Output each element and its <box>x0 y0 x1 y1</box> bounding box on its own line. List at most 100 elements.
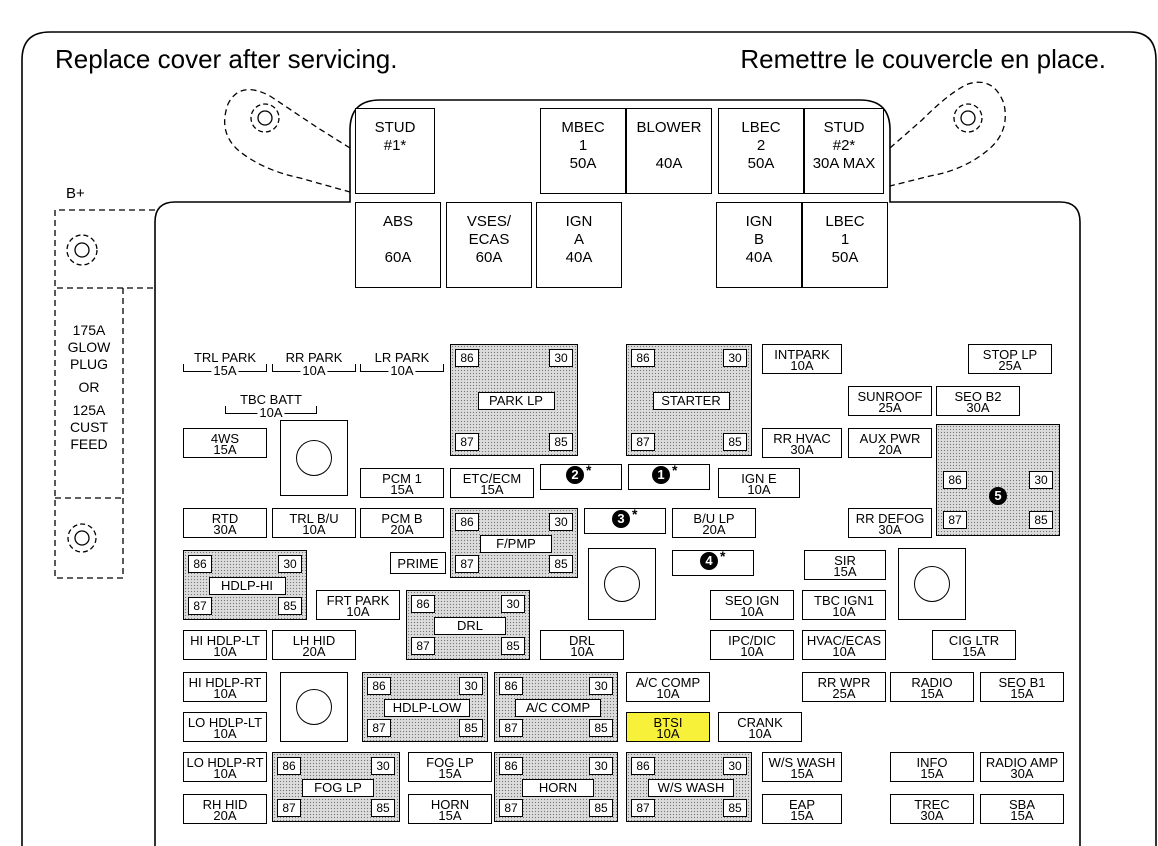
relay-pin: 87 <box>455 433 479 451</box>
fuse-amperage: 20A <box>302 644 326 659</box>
glow-plug-line: FEED <box>70 436 108 452</box>
fuse-name: EAP <box>788 797 815 812</box>
fuse-name: RH HID <box>202 797 248 812</box>
relay-pin: 30 <box>549 349 573 367</box>
fuse-name: RR WPR <box>817 675 871 690</box>
fuse-name: SEO B2 <box>954 389 1002 404</box>
relay-pin: 30 <box>549 513 573 531</box>
relay-name: STARTER <box>652 392 730 410</box>
fuse-name: SUNROOF <box>857 389 923 404</box>
maxi-fuse: STUD #2* 30A MAX <box>804 108 884 194</box>
relay-pin: 86 <box>188 555 212 573</box>
marker-number: 4 <box>700 552 718 570</box>
fuse-amperage: 30A <box>966 400 990 415</box>
relay-pin: 87 <box>277 799 301 817</box>
slot-marker: 3* <box>612 506 637 528</box>
marker-asterisk: * <box>672 462 678 478</box>
fuse-amperage: 30A <box>790 442 814 457</box>
fuse-name: RR DEFOG <box>855 511 925 526</box>
relay-name: DRL <box>434 617 506 635</box>
fuse-amperage: 15A <box>962 644 986 659</box>
fuse-name: SEO B1 <box>998 675 1046 690</box>
fuse-amperage: 15A <box>438 808 462 823</box>
fuse-name: LO HDLP-LT <box>187 715 263 730</box>
fuse-name: DRL <box>568 633 595 648</box>
relay-pin: 85 <box>459 719 483 737</box>
fuse-name: TBC BATT <box>240 392 302 407</box>
relay-pin: 30 <box>589 677 613 695</box>
relay-pin: 30 <box>723 349 747 367</box>
fuse-name: RADIO <box>911 675 953 690</box>
fuse-amperage: 15A <box>438 766 462 781</box>
relay-pin: 85 <box>371 799 395 817</box>
fuse-name: HVAC/ECAS <box>806 633 882 648</box>
relay-pin: 87 <box>943 511 967 529</box>
relay-name: HDLP-LOW <box>384 699 470 717</box>
socket-left-lower <box>280 672 348 742</box>
fuse-name: RR HVAC <box>773 431 831 446</box>
fuse-amperage: 20A <box>702 522 726 537</box>
fuse-amperage: 10A <box>748 726 772 741</box>
relay-name: A/C COMP <box>515 699 601 717</box>
fuse-name: SEO IGN <box>724 593 780 608</box>
fuse-amperage: 10A <box>300 363 328 378</box>
relay-pin: 85 <box>589 719 613 737</box>
relay-pin: 87 <box>188 597 212 615</box>
maxi-fuse: IGN A 40A <box>536 202 622 288</box>
fuse-name: LR PARK <box>374 350 430 365</box>
fuse-amperage: 15A <box>790 766 814 781</box>
maxi-fuse: LBEC 1 50A <box>802 202 888 288</box>
relay-pin: 86 <box>411 595 435 613</box>
fuse-amperage: 10A <box>747 482 771 497</box>
fuse-amperage: 15A <box>1010 686 1034 701</box>
fuse-amperage: 10A <box>346 604 370 619</box>
relay-pin: 87 <box>499 799 523 817</box>
relay-pin: 86 <box>277 757 301 775</box>
relay-name: F/PMP <box>480 535 552 553</box>
relay-5-marker: 5 <box>989 487 1007 505</box>
fuse-name: TRL B/U <box>289 511 339 526</box>
fuse-amperage: 15A <box>211 363 239 378</box>
relay-name: FOG LP <box>302 779 374 797</box>
maxi-fuse: IGN B 40A <box>716 202 802 288</box>
fuse-amperage: 30A <box>213 522 237 537</box>
header-left-text: Replace cover after servicing. <box>55 44 398 74</box>
fuse-name: HI HDLP-LT <box>190 633 260 648</box>
fuse-amperage: 10A <box>790 358 814 373</box>
maxi-fuse: ABS 60A <box>355 202 441 288</box>
marker-asterisk: * <box>632 506 638 522</box>
fuse-amperage: 10A <box>832 644 856 659</box>
fuse-amperage: 20A <box>878 442 902 457</box>
fuse-name: IPC/DIC <box>728 633 776 648</box>
marker-number: 1 <box>652 466 670 484</box>
relay-pin: 87 <box>367 719 391 737</box>
fuse-amperage: 10A <box>257 405 285 420</box>
